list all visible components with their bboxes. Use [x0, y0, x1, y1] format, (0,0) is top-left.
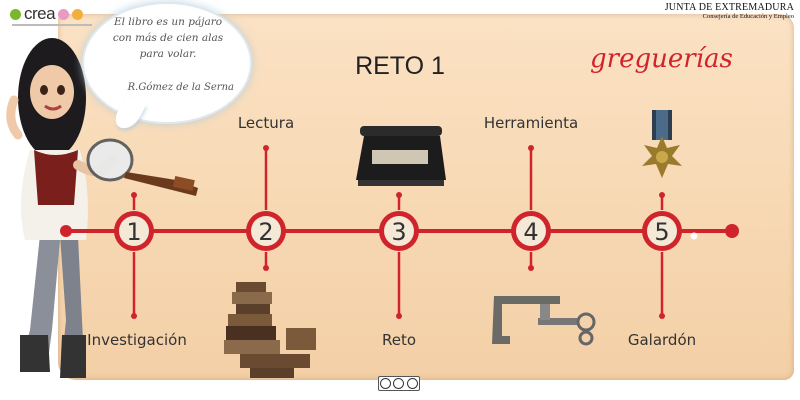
logo-text: crea: [24, 4, 56, 23]
crea-logo: crea: [10, 4, 84, 24]
junta-title: JUNTA DE EXTREMADURA: [664, 2, 794, 13]
step-number: 3: [391, 218, 406, 246]
clamp-icon[interactable]: [492, 296, 596, 346]
by-circle: [393, 378, 405, 389]
timeline-step-4[interactable]: 4: [511, 211, 551, 251]
step-number: 4: [523, 218, 538, 246]
timeline-start-dot: [60, 225, 72, 237]
timeline-step-3[interactable]: 3: [379, 211, 419, 251]
step-label-investigacion: Investigación: [87, 331, 187, 349]
sa-circle: [406, 378, 418, 389]
step-label-herramienta: Herramienta: [483, 114, 579, 132]
page-title: RETO 1: [355, 52, 445, 80]
speech-bubble: [84, 4, 250, 122]
step-number: 1: [126, 218, 141, 246]
step-label-galardon: Galardón: [627, 331, 697, 349]
medal-icon[interactable]: [642, 110, 682, 178]
page-subtitle: greguerías: [590, 44, 733, 74]
speech-quote: El libro es un pájaro con más de cien al…: [112, 16, 224, 60]
logo-dot-pink: [58, 8, 70, 20]
cc-circle: [380, 378, 392, 389]
timeline-step-5[interactable]: 5: [642, 211, 698, 251]
timeline-step-1[interactable]: 1: [114, 211, 154, 251]
step-number: 2: [258, 218, 273, 246]
junta-logo: JUNTA DE EXTREMADURA Consejería de Educa…: [665, 2, 794, 20]
girl-character-illustration: [6, 38, 117, 378]
timeline-step-2[interactable]: 2: [246, 211, 286, 251]
step-label-reto: Reto: [381, 331, 417, 349]
timeline-end-dot: [725, 224, 739, 238]
books-icon[interactable]: [224, 282, 316, 378]
logo-dot-green: [10, 8, 21, 20]
creative-commons-icon[interactable]: [378, 376, 420, 391]
logo-underline: [12, 24, 92, 26]
speech-author: R.Gómez de la Serna: [127, 82, 234, 93]
step-number: 5: [654, 218, 669, 246]
magnifying-glass-icon[interactable]: [86, 138, 198, 196]
junta-subtitle: Consejería de Educación y Empleo: [702, 13, 794, 20]
typewriter-icon[interactable]: [356, 126, 446, 186]
logo-dot-orange: [72, 8, 84, 20]
step-label-lectura: Lectura: [237, 114, 295, 132]
